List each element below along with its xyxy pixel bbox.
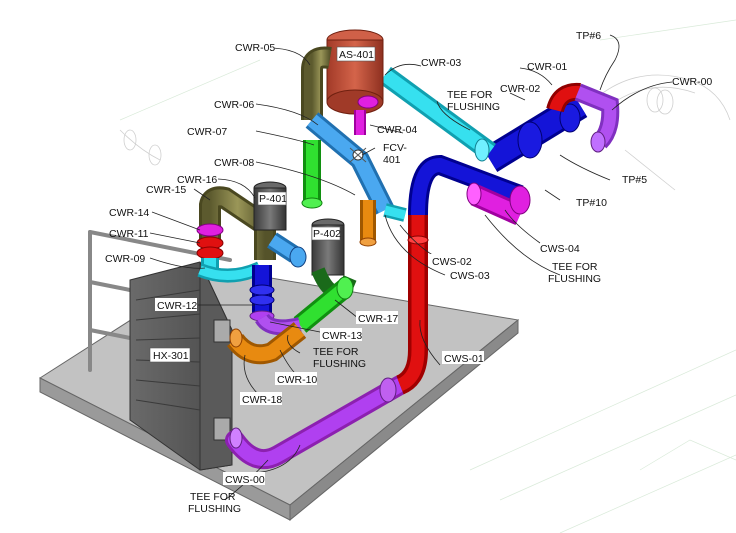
- label-cwr05: CWR-05: [235, 42, 275, 54]
- pipe-cwr07[interactable]: [301, 140, 323, 209]
- background-grid: [119, 19, 736, 533]
- label-cwr00: CWR-00: [672, 76, 712, 88]
- label-tee1-line1: TEE FOR: [447, 89, 493, 101]
- valve-fcv401[interactable]: [349, 147, 367, 163]
- pipe-cwr00[interactable]: [574, 83, 620, 153]
- pump-p401[interactable]: [253, 181, 307, 268]
- label-cwr07: CWR-07: [187, 126, 227, 138]
- label-tee1-line2: FLUSHING: [447, 101, 500, 113]
- label-cwr06: CWR-06: [214, 99, 254, 111]
- label-tee3-line1: TEE FOR: [313, 346, 359, 358]
- pipe-cwr04[interactable]: [354, 95, 379, 135]
- label-cwr08: CWR-08: [214, 157, 254, 169]
- label-tee4-line1: TEE FOR: [190, 491, 236, 503]
- label-cwr10: CWR-10: [277, 374, 317, 386]
- pipe-cwr16[interactable]: [199, 186, 276, 260]
- pipe-cws02[interactable]: [408, 154, 524, 216]
- label-cws01: CWS-01: [444, 353, 484, 365]
- label-cwr12: CWR-12: [157, 300, 197, 312]
- label-cwr01: CWR-01: [527, 61, 567, 73]
- heat-exchanger-hx301[interactable]: [129, 261, 233, 471]
- label-cwr09: CWR-09: [105, 253, 145, 265]
- label-cwr18: CWR-18: [242, 394, 282, 406]
- ghost-piping-outline: [119, 74, 731, 191]
- equipment-labels: AS-401 P-401 P-402 HX-301: [149, 49, 374, 363]
- pipe-cwr15[interactable]: [196, 223, 224, 237]
- leader-lines: [149, 34, 673, 501]
- pipe-cws04[interactable]: [466, 182, 531, 226]
- label-cwr15: CWR-15: [146, 184, 186, 196]
- label-fcv-line2: 401: [383, 154, 401, 166]
- label-cwr16: CWR-16: [177, 174, 217, 186]
- pipe-cws00[interactable]: [225, 375, 410, 469]
- pipe-cwr14[interactable]: [196, 236, 224, 260]
- label-cws03: CWS-03: [450, 270, 490, 282]
- label-cwr04: CWR-04: [377, 124, 417, 136]
- pipe-cwr12[interactable]: [249, 265, 275, 322]
- pipe-cwr01[interactable]: [546, 82, 581, 113]
- label-fcv-line1: FCV-: [383, 142, 407, 154]
- label-tee2-line2: FLUSHING: [548, 273, 601, 285]
- label-tp10: TP#10: [576, 197, 607, 209]
- label-as401: AS-401: [339, 49, 374, 61]
- pipe-cws03[interactable]: [383, 203, 407, 222]
- label-p401: P-401: [259, 193, 287, 205]
- label-cwr17: CWR-17: [358, 313, 398, 325]
- pipe-cwr08[interactable]: [359, 200, 377, 247]
- label-tp5: TP#5: [622, 174, 647, 186]
- label-cwr13: CWR-13: [322, 330, 362, 342]
- label-cwr02: CWR-02: [500, 83, 540, 95]
- label-cws00: CWS-00: [225, 474, 265, 486]
- pipe-cwr02[interactable]: [482, 93, 588, 172]
- label-cws04: CWS-04: [540, 243, 580, 255]
- label-tp6: TP#6: [576, 30, 601, 42]
- pipe-cws01[interactable]: [395, 210, 429, 395]
- label-cwr03: CWR-03: [421, 57, 461, 69]
- pipe-cwr03[interactable]: [379, 66, 496, 162]
- label-cwr11: CWR-11: [109, 228, 149, 240]
- label-tee4-line2: FLUSHING: [188, 503, 241, 515]
- label-cws02: CWS-02: [432, 256, 472, 268]
- pipe-cwr09[interactable]: [197, 261, 263, 283]
- pipe-cwr17[interactable]: [293, 276, 354, 333]
- pipe-cwr06[interactable]: [305, 112, 394, 215]
- line-labels: CWR-05 CWR-06 CWR-07 CWR-08 CWR-16 CWR-1…: [105, 30, 712, 515]
- pipe-cwr05[interactable]: [301, 46, 332, 121]
- label-tee3-line2: FLUSHING: [313, 358, 366, 370]
- label-p402: P-402: [313, 228, 341, 240]
- label-cwr14: CWR-14: [109, 207, 149, 219]
- label-tee2-line1: TEE FOR: [552, 261, 598, 273]
- label-hx301: HX-301: [153, 350, 189, 362]
- pipe-cwr10[interactable]: [227, 322, 307, 365]
